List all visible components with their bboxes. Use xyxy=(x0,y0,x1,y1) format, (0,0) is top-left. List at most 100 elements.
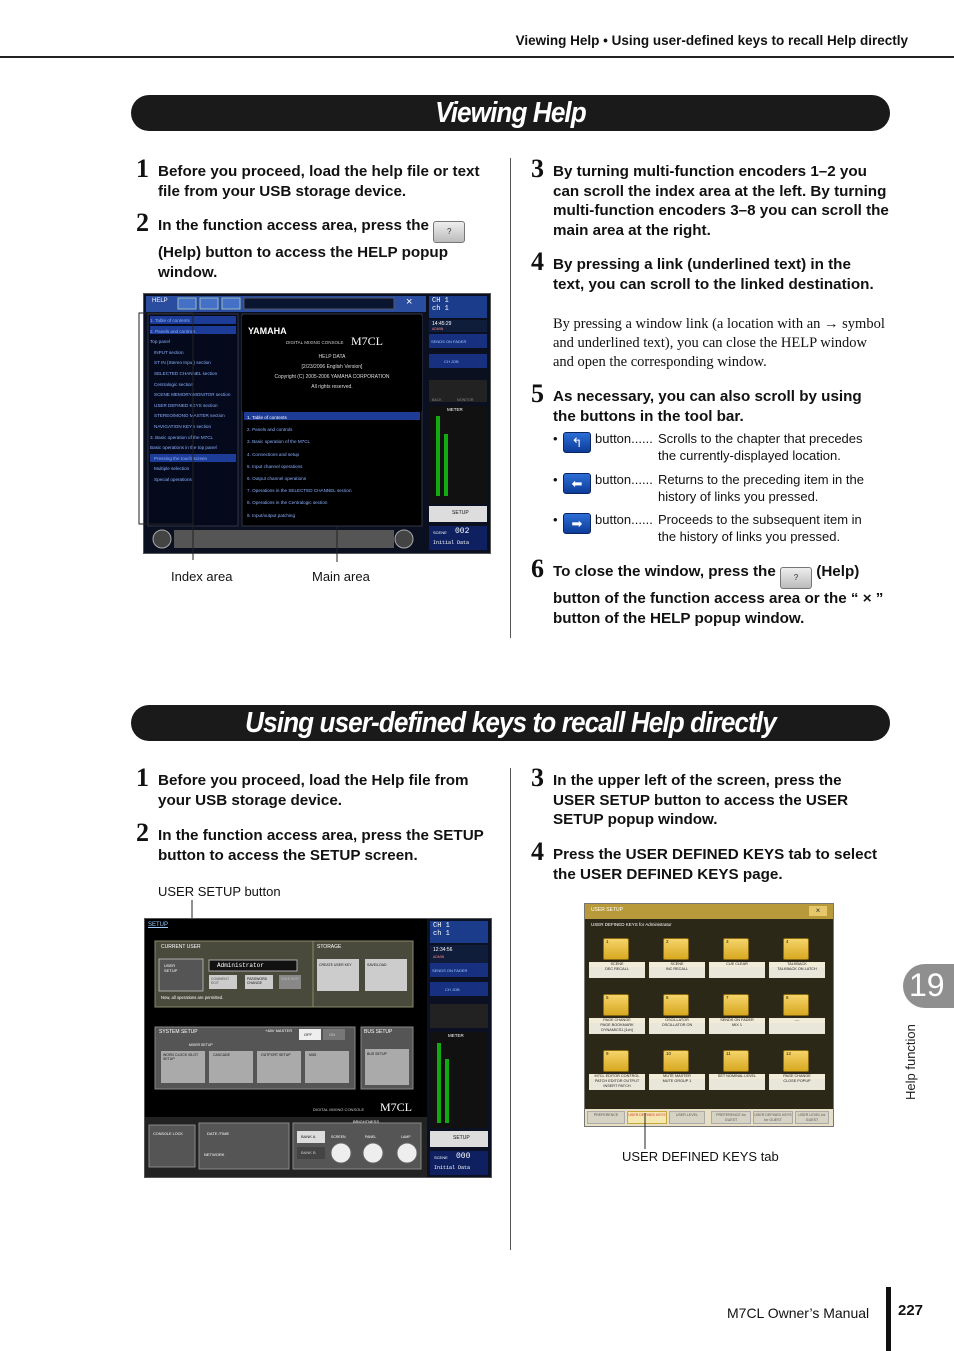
udk-key-button[interactable]: 3 xyxy=(723,938,749,960)
user-name: Administrator xyxy=(217,962,264,969)
index-item[interactable]: Special operations xyxy=(154,476,192,482)
index-item[interactable]: NAVIGATION KEYS section xyxy=(154,423,212,429)
section-title: Viewing Help xyxy=(435,97,587,129)
phantom-master-label: +48V MASTER xyxy=(265,1028,293,1033)
udk-key-button[interactable]: 11 xyxy=(723,1050,749,1072)
index-item[interactable]: 3. Basic operation of the M7CL xyxy=(150,434,214,440)
contents-item[interactable]: 5. Input channel operations xyxy=(247,463,303,469)
comment-edit-button[interactable]: COMMENT EDIT xyxy=(211,977,230,985)
contents-item[interactable]: 1. Table of contents xyxy=(247,415,287,420)
index-item[interactable]: USER DEFINED KEYS section xyxy=(154,402,218,408)
outport-setup-button[interactable]: OUTPORT SETUP xyxy=(261,1053,291,1057)
udk-key-parameter: DEC RECALL xyxy=(605,967,629,971)
index-item[interactable]: ST IN (Stereo Input) section xyxy=(154,360,211,366)
cascade-button[interactable]: CASCADE xyxy=(213,1053,230,1057)
setup-button[interactable]: SETUP xyxy=(453,1135,470,1141)
contents-item[interactable]: 8. Operations in the Centralogic section xyxy=(247,500,328,506)
phantom-on-button[interactable]: ON xyxy=(329,1032,335,1037)
contents-item[interactable]: 3. Basic operation of the M7CL xyxy=(247,439,311,445)
date-time-button[interactable]: DATE /TIME xyxy=(207,1131,230,1136)
monitor-button[interactable]: MONITOR xyxy=(457,398,474,402)
contents-item[interactable]: 9. Input/output patching xyxy=(247,512,296,518)
udk-key-button[interactable]: 5 xyxy=(603,994,629,1016)
index-item[interactable]: Multiple selection xyxy=(154,466,190,472)
udk-key-button[interactable]: 7 xyxy=(723,994,749,1016)
user-setup-button[interactable]: USER SETUP xyxy=(164,963,178,973)
password-change-button[interactable]: PASSWORD CHANGE xyxy=(247,977,268,985)
udk-key-parameter: MUTE GROUP 1 xyxy=(662,1079,692,1083)
udk-key-parameter: PAGE BOOKMARK DYNAMICS1 [1ch] xyxy=(600,1023,634,1032)
contents-item[interactable]: 6. Output channel operations xyxy=(247,476,306,482)
udk-key-button[interactable]: 2 xyxy=(663,938,689,960)
bullet-label: button...... xyxy=(595,431,653,446)
index-item[interactable]: Top panel xyxy=(150,339,170,345)
ch-job-button[interactable]: CH JOB xyxy=(445,987,460,992)
setup-button[interactable]: SETUP xyxy=(452,510,469,516)
midi-button[interactable]: MIDI xyxy=(309,1053,317,1057)
back-button[interactable]: BACK xyxy=(432,398,442,402)
help-close-button[interactable]: × xyxy=(406,296,413,308)
step-number: 5 xyxy=(531,379,544,408)
bank-a-button[interactable]: BANK A xyxy=(301,1134,316,1139)
clock: 12:34:56 xyxy=(433,947,453,953)
sends-on-fader-button[interactable]: SENDS ON FADER xyxy=(432,968,468,973)
index-item[interactable]: INPUT section xyxy=(154,349,184,355)
udk-tab-1[interactable]: USER DEFINED KEYS xyxy=(627,1111,667,1124)
udk-tab-4[interactable]: USER DEFINED KEYS for GUEST xyxy=(753,1111,793,1124)
udk-key-button[interactable]: 1 xyxy=(603,938,629,960)
udk-key-button[interactable]: 6 xyxy=(663,994,689,1016)
index-item[interactable]: Pressing the touch screen xyxy=(154,455,208,461)
help-main-contents[interactable]: 1. Table of contents 2. Panels and contr… xyxy=(247,412,419,522)
contents-item[interactable]: 4. Connections and setup xyxy=(247,451,300,457)
system-setup-label: SYSTEM SETUP xyxy=(159,1029,198,1035)
console-lock-button[interactable]: CONSOLE LOCK xyxy=(153,1132,183,1136)
index-item[interactable]: 2. Panels and controls xyxy=(150,328,196,334)
chapter-tab: 19 xyxy=(903,964,954,1008)
network-button[interactable]: NETWORK xyxy=(204,1152,225,1157)
contents-item[interactable]: 7. Operations in the SELECTED CHANNEL se… xyxy=(247,488,352,494)
udk-key-button[interactable]: 4 xyxy=(783,938,809,960)
phantom-off-button[interactable]: OFF xyxy=(304,1032,312,1037)
chapter-number: 19 xyxy=(909,967,945,1003)
save-load-button[interactable]: SAVE/LOAD xyxy=(367,963,387,967)
udk-tab-3[interactable]: PREFERENCE for GUEST xyxy=(711,1111,751,1124)
manual-title: M7CL Owner’s Manual xyxy=(727,1305,870,1321)
create-user-key-button[interactable]: CREATE USER KEY xyxy=(319,963,352,967)
index-item[interactable]: Basic operations in the top panel xyxy=(150,445,217,451)
index-item[interactable]: SCENE MEMORY/MONITOR section xyxy=(154,392,231,398)
udk-tab-0[interactable]: PREFERENCE xyxy=(587,1111,625,1124)
word-clock-button[interactable]: WORD CLOCK /SLOT SETUP xyxy=(163,1053,199,1061)
udk-key-button[interactable]: 8 xyxy=(783,994,809,1016)
save-edit-button[interactable]: SAVE EDIT xyxy=(281,977,300,981)
udk-tab-2[interactable]: USER LEVEL xyxy=(669,1111,705,1124)
index-item[interactable]: Centralogic section xyxy=(154,381,194,387)
index-item[interactable]: 1. Table of contents xyxy=(150,318,190,323)
bus-setup-button[interactable]: BUS SETUP xyxy=(367,1052,387,1056)
sends-on-fader-button[interactable]: SENDS ON FADER xyxy=(431,339,467,344)
udk-key-button[interactable]: 10 xyxy=(663,1050,689,1072)
udk-tab-5[interactable]: USER LEVEL for GUEST xyxy=(795,1111,829,1124)
bank-b-button[interactable]: BANK B xyxy=(301,1150,316,1155)
contents-item[interactable]: 2. Panels and controls xyxy=(247,427,293,433)
help-index-list[interactable]: 1. Table of contents 2. Panels and contr… xyxy=(150,316,238,486)
index-item[interactable]: STEREO/MONO MASTER section xyxy=(154,413,225,419)
udk-key-label: ---- xyxy=(769,1018,825,1034)
udk-key-8[interactable]: 8 ---- xyxy=(769,992,825,1044)
storage-label: STORAGE xyxy=(317,944,342,950)
ch-job-button[interactable]: CH JOB xyxy=(444,359,459,364)
index-item[interactable]: SELECTED CHANNEL section xyxy=(154,370,218,376)
udk-key-button[interactable]: 12 xyxy=(783,1050,809,1072)
udk-key-button[interactable]: 9 xyxy=(603,1050,629,1072)
udk-close-button[interactable]: × xyxy=(809,906,827,916)
